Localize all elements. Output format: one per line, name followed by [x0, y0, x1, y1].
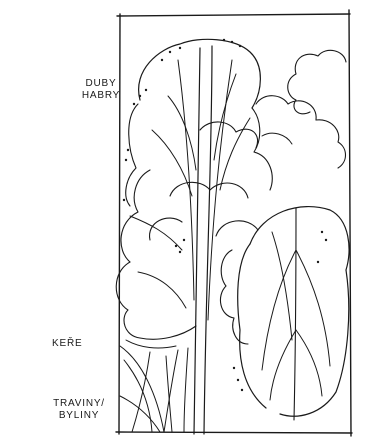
frame: [116, 10, 352, 436]
tree-layer-label-line-2: HABRY: [78, 90, 124, 102]
shrub-layer-outline: [126, 250, 248, 348]
right-broadleaf-tree: [238, 207, 349, 420]
herb-layer-label-line-2: BYLINY: [46, 410, 112, 422]
herb-layer-label-line-1: TRAVINY/: [46, 398, 112, 410]
shrub-layer-label: KEŘE: [52, 338, 82, 350]
tree-layer-label: DUBY HABRY: [78, 78, 124, 102]
background-canopy: [256, 50, 346, 168]
herb-layer-grasses: [120, 346, 188, 432]
tree-layer-label-line-1: DUBY: [78, 78, 124, 90]
herb-layer-label: TRAVINY/ BYLINY: [46, 398, 112, 422]
